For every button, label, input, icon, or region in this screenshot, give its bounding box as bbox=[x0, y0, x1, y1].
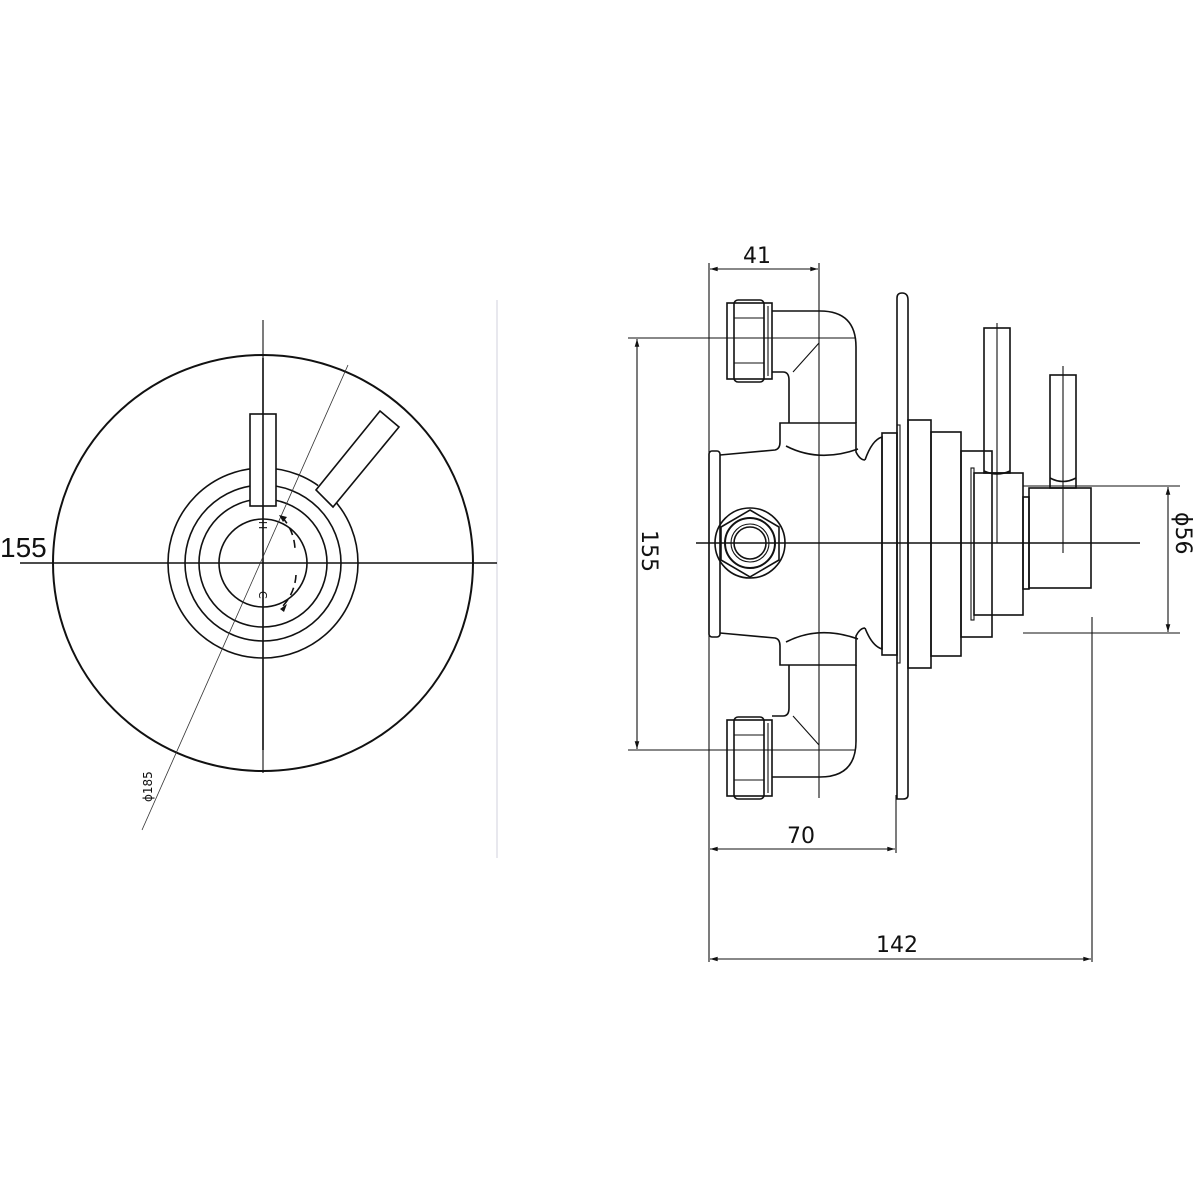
ring-core bbox=[218, 518, 308, 608]
outlet-fitting bbox=[714, 507, 786, 579]
total-depth-dimension: 142 bbox=[876, 933, 918, 958]
cold-arrow-arc bbox=[281, 574, 297, 608]
diameter-leader-line bbox=[141, 364, 349, 831]
bezel-4 bbox=[930, 431, 962, 657]
front-height-dimension: 155 bbox=[0, 532, 47, 563]
bottom-compression-nut bbox=[726, 719, 773, 797]
diverter-handle-hub bbox=[1028, 487, 1092, 589]
hot-label: H bbox=[256, 521, 269, 529]
diameter-dimension: ϕ185 bbox=[141, 771, 155, 802]
side-view: 41 155 ϕ56 70 142 bbox=[628, 244, 1195, 962]
body-top bbox=[719, 422, 866, 461]
temperature-handle-hub bbox=[973, 472, 1024, 616]
bottom-elbow bbox=[772, 665, 857, 778]
plate-depth-dimension: 70 bbox=[787, 824, 815, 849]
bezel-2 bbox=[881, 432, 898, 656]
front-view: H C 155 ϕ185 bbox=[0, 300, 498, 858]
body-bottom bbox=[719, 627, 866, 666]
handle-diameter-dimension: ϕ56 bbox=[1170, 512, 1195, 555]
temperature-handle bbox=[314, 409, 401, 509]
pipe-depth-dimension: 41 bbox=[743, 244, 771, 269]
bezel-3 bbox=[907, 419, 932, 669]
cold-label: C bbox=[256, 591, 269, 599]
side-height-dimension: 155 bbox=[636, 530, 661, 572]
top-compression-nut bbox=[726, 302, 773, 380]
back-flange bbox=[708, 450, 721, 638]
bezel-5 bbox=[960, 450, 993, 638]
top-elbow bbox=[772, 310, 857, 423]
wall-plate bbox=[896, 292, 909, 800]
hot-arrow-arc bbox=[281, 516, 296, 551]
